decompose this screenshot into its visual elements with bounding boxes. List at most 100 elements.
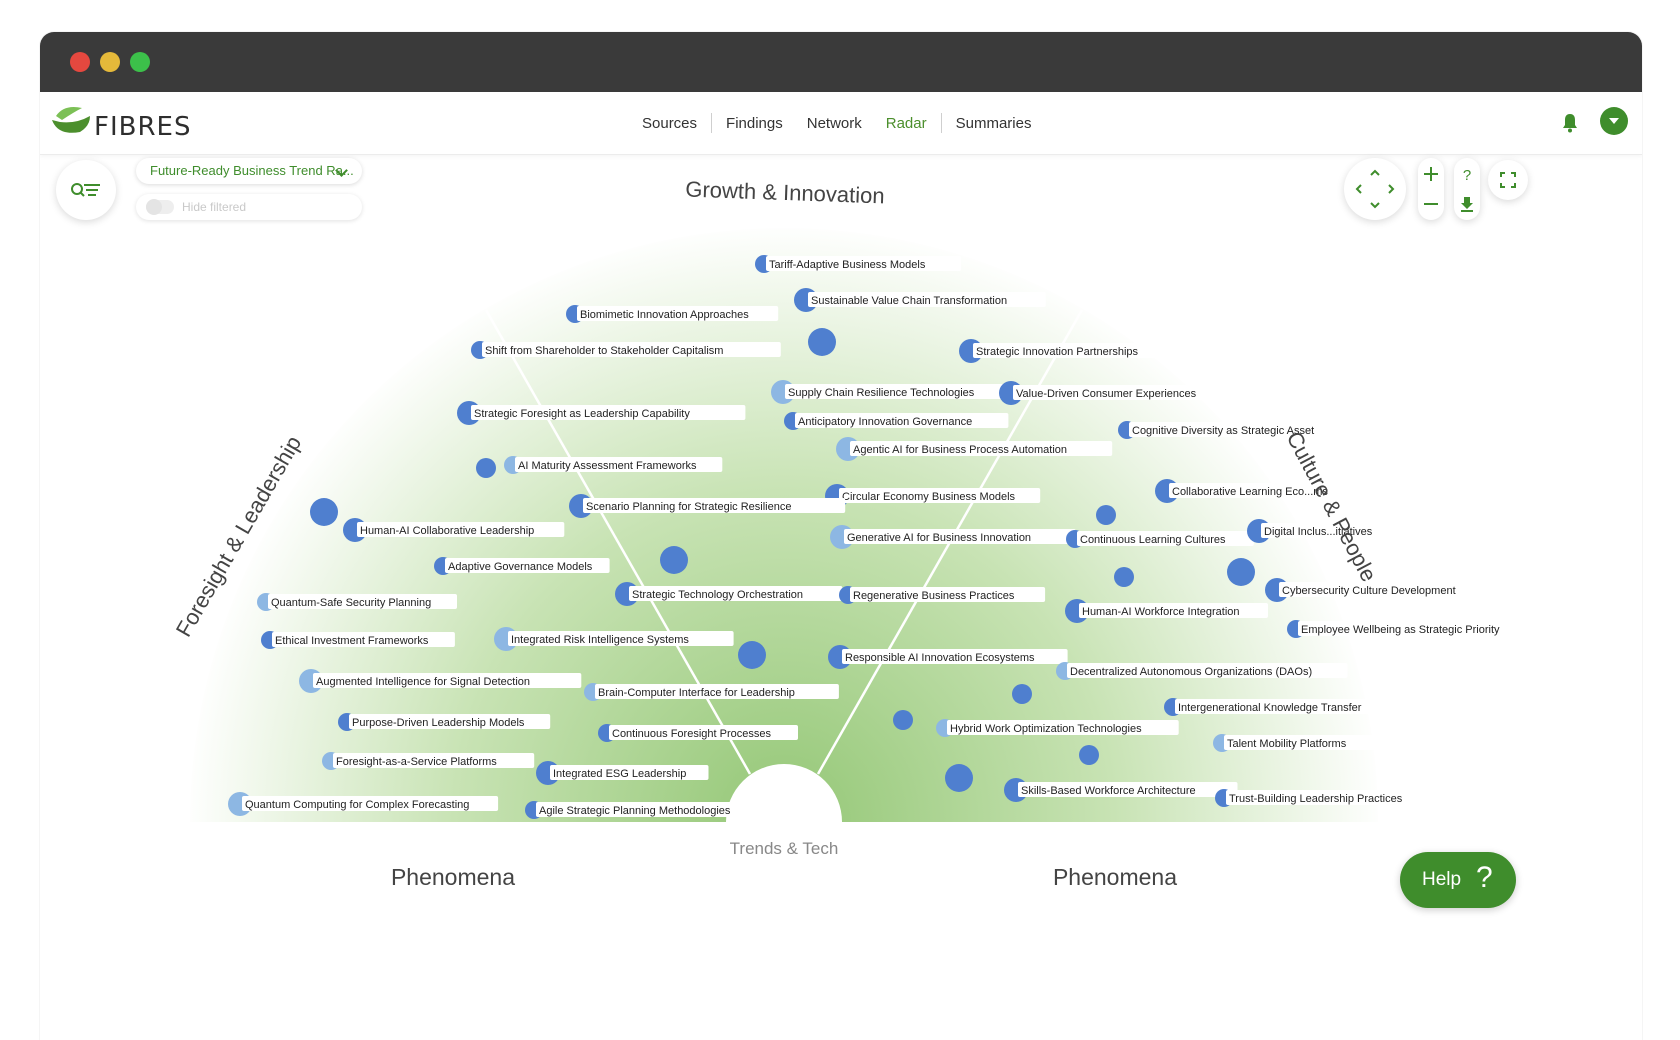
radar-item-label[interactable]: Scenario Planning for Strategic Resilien… <box>586 501 791 513</box>
radar-item-unlabeled[interactable] <box>893 710 913 730</box>
radar-item[interactable]: Strategic Foresight as Leadership Capabi… <box>457 401 746 425</box>
radar-item-unlabeled[interactable] <box>1096 505 1116 525</box>
radar-item-label[interactable]: Hybrid Work Optimization Technologies <box>950 723 1142 735</box>
radar-blip[interactable] <box>893 710 913 730</box>
filter-button[interactable] <box>56 160 116 220</box>
nav-findings[interactable]: Findings <box>726 114 783 132</box>
radar-item-unlabeled[interactable] <box>738 641 766 669</box>
radar-item-label[interactable]: Intergenerational Knowledge Transfer <box>1178 702 1362 714</box>
radar-item-unlabeled[interactable] <box>1114 567 1134 587</box>
radar-item-label[interactable]: Cybersecurity Culture Development <box>1282 585 1456 597</box>
radar-blip[interactable] <box>738 641 766 669</box>
radar-item[interactable]: Value-Driven Consumer Experiences <box>999 381 1221 405</box>
radar-item-label[interactable]: Responsible AI Innovation Ecosystems <box>845 652 1035 664</box>
radar-item[interactable]: Brain-Computer Interface for Leadership <box>584 683 839 701</box>
radar-item-label[interactable]: Brain-Computer Interface for Leadership <box>598 687 795 699</box>
radar-item[interactable]: Responsible AI Innovation Ecosystems <box>828 645 1068 669</box>
radar-item[interactable]: Supply Chain Resilience Technologies <box>771 380 1011 404</box>
nav-network[interactable]: Network <box>806 114 862 132</box>
radar-blip[interactable] <box>1096 505 1116 525</box>
nav-summaries[interactable]: Summaries <box>955 114 1032 132</box>
radar-item[interactable]: Augmented Intelligence for Signal Detect… <box>299 669 582 693</box>
radar-item[interactable]: Hybrid Work Optimization Technologies <box>936 719 1179 737</box>
radar-item-label[interactable]: Agentic AI for Business Process Automati… <box>853 444 1067 456</box>
radar-item[interactable]: Human-AI Workforce Integration <box>1065 599 1268 623</box>
radar-item[interactable]: Generative AI for Business Innovation <box>830 525 1076 549</box>
radar-blip[interactable] <box>1079 745 1099 765</box>
radar-item[interactable]: Regenerative Business Practices <box>839 586 1046 604</box>
radar-blip[interactable] <box>660 546 688 574</box>
radar-item-unlabeled[interactable] <box>945 764 973 792</box>
radar-item-label[interactable]: Anticipatory Innovation Governance <box>798 416 972 428</box>
radar-item[interactable]: Digital Inclus...itiatives <box>1247 519 1426 543</box>
radar-select-dropdown[interactable]: Future-Ready Business Trend Ra... <box>136 158 362 184</box>
radar-item-label[interactable]: Integrated Risk Intelligence Systems <box>511 634 689 646</box>
radar-item-label[interactable]: Skills-Based Workforce Architecture <box>1021 785 1196 797</box>
radar-blip[interactable] <box>945 764 973 792</box>
radar-item[interactable]: Agile Strategic Planning Methodologies <box>525 801 774 819</box>
radar-item-label[interactable]: Agile Strategic Planning Methodologies <box>539 805 731 817</box>
radar-item[interactable]: AI Maturity Assessment Frameworks <box>504 456 723 474</box>
hide-filtered-toggle[interactable] <box>146 199 174 215</box>
radar-item-label[interactable]: Biomimetic Innovation Approaches <box>580 309 749 321</box>
radar-item-label[interactable]: Sustainable Value Chain Transformation <box>811 295 1007 307</box>
radar-item-label[interactable]: Foresight-as-a-Service Platforms <box>336 756 497 768</box>
radar-item-label[interactable]: Collaborative Learning Eco...ms <box>1172 486 1328 498</box>
radar-item[interactable]: Ethical Investment Frameworks <box>261 631 455 649</box>
radar-item-label[interactable]: Quantum-Safe Security Planning <box>271 597 431 609</box>
radar-item-label[interactable]: Circular Economy Business Models <box>842 491 1016 503</box>
radar-item-label[interactable]: Digital Inclus...itiatives <box>1264 526 1373 538</box>
radar-item-label[interactable]: Decentralized Autonomous Organizations (… <box>1070 666 1312 678</box>
radar-item-unlabeled[interactable] <box>310 498 338 526</box>
radar-item[interactable]: Sustainable Value Chain Transformation <box>794 288 1046 312</box>
minimize-window-button[interactable] <box>100 52 120 72</box>
radar-item-label[interactable]: Augmented Intelligence for Signal Detect… <box>316 676 530 688</box>
radar-item[interactable]: Strategic Innovation Partnerships <box>959 339 1181 363</box>
radar-item[interactable]: Skills-Based Workforce Architecture <box>1004 778 1238 802</box>
radar-item-label[interactable]: Quantum Computing for Complex Forecastin… <box>245 799 469 811</box>
radar-item[interactable]: Quantum-Safe Security Planning <box>257 593 457 611</box>
radar-item[interactable]: Adaptive Governance Models <box>434 557 610 575</box>
radar-blip[interactable] <box>310 498 338 526</box>
notification-bell-icon[interactable] <box>1558 111 1582 135</box>
radar-item[interactable]: Intergenerational Knowledge Transfer <box>1164 698 1401 716</box>
fibres-logo[interactable]: FIBRES <box>50 100 191 142</box>
maximize-window-button[interactable] <box>130 52 150 72</box>
radar-item-label[interactable]: Shift from Shareholder to Stakeholder Ca… <box>485 345 723 357</box>
radar-blip[interactable] <box>1114 567 1134 587</box>
radar-item[interactable]: Continuous Foresight Processes <box>598 724 798 742</box>
radar-item[interactable]: Foresight-as-a-Service Platforms <box>322 752 535 770</box>
nav-sources[interactable]: Sources <box>642 114 698 132</box>
radar-item-unlabeled[interactable] <box>476 458 496 478</box>
radar-item[interactable]: Integrated ESG Leadership <box>536 761 709 785</box>
radar-item[interactable]: Biomimetic Innovation Approaches <box>566 305 779 323</box>
radar-item-label[interactable]: Adaptive Governance Models <box>448 561 593 573</box>
radar-item-unlabeled[interactable] <box>1227 558 1255 586</box>
radar-item-label[interactable]: Supply Chain Resilience Technologies <box>788 387 975 399</box>
fullscreen-button[interactable] <box>1488 160 1528 200</box>
radar-item-label[interactable]: Generative AI for Business Innovation <box>847 532 1031 544</box>
nav-radar[interactable]: Radar <box>885 114 927 132</box>
radar-item[interactable]: Trust-Building Leadership Practices <box>1215 789 1446 807</box>
zoom-in-icon[interactable] <box>1423 166 1439 182</box>
radar-item[interactable]: Talent Mobility Platforms <box>1213 734 1383 752</box>
radar-item-unlabeled[interactable] <box>1079 745 1099 765</box>
radar-item[interactable]: Continuous Learning Cultures <box>1066 530 1254 548</box>
question-icon[interactable]: ? <box>1459 166 1475 184</box>
radar-blip[interactable] <box>1227 558 1255 586</box>
radar-blip[interactable] <box>476 458 496 478</box>
radar-item-label[interactable]: Human-AI Workforce Integration <box>1082 606 1240 618</box>
radar-item-unlabeled[interactable] <box>1012 684 1032 704</box>
close-window-button[interactable] <box>70 52 90 72</box>
radar-item[interactable]: Employee Wellbeing as Strategic Priority <box>1287 620 1548 638</box>
radar-item-unlabeled[interactable] <box>808 328 836 356</box>
radar-item[interactable]: Shift from Shareholder to Stakeholder Ca… <box>471 341 781 359</box>
radar-item-label[interactable]: Trust-Building Leadership Practices <box>1229 793 1403 805</box>
radar-item[interactable]: Quantum Computing for Complex Forecastin… <box>228 792 499 816</box>
help-button[interactable]: Help ? <box>1400 852 1516 908</box>
radar-item[interactable]: Agentic AI for Business Process Automati… <box>836 437 1113 461</box>
radar-item[interactable]: Human-AI Collaborative Leadership <box>343 518 565 542</box>
radar-item[interactable]: Integrated Risk Intelligence Systems <box>494 627 734 651</box>
radar-item-label[interactable]: Value-Driven Consumer Experiences <box>1016 388 1197 400</box>
radar-item-label[interactable]: Strategic Technology Orchestration <box>632 589 803 601</box>
